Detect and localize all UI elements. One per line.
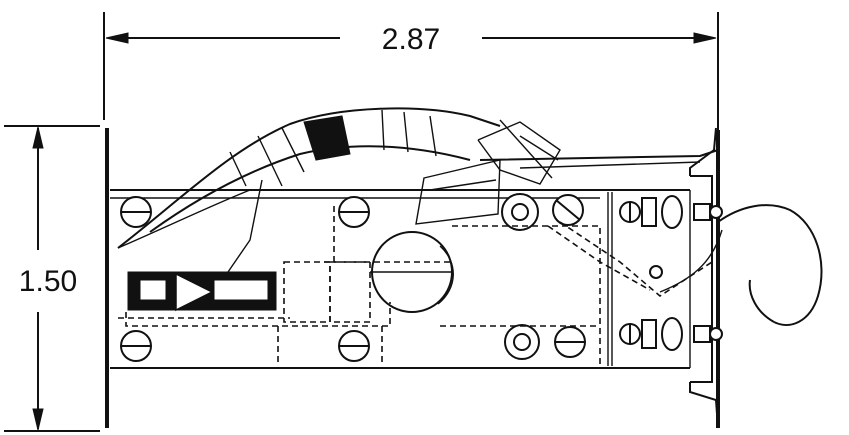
height-arrow-bottom [32,408,44,431]
terminal-bottom [619,317,723,351]
small-pin [649,265,663,279]
width-dimension: 2.87 [103,12,719,130]
pivot-bushing-top [501,193,539,231]
width-arrow-right [693,32,717,44]
pivot-bushing-bottom [504,324,540,360]
screw-top-left [120,196,152,228]
terminal-top [619,195,723,229]
screw-bottom-middle [338,330,370,362]
height-arrow-top [32,126,44,149]
black-label-block [127,271,277,312]
screw-top-right [552,194,584,226]
round-element [370,231,454,313]
width-arrow-left [105,32,129,44]
right-bracket [689,127,720,429]
screw-bottom-right [554,326,586,358]
screw-bottom-left [120,330,152,362]
screw-top-middle [338,196,370,228]
width-dimension-label: 2.87 [382,23,440,56]
height-dimension: 1.50 [4,125,100,432]
wire-spring [659,204,823,326]
height-dimension-label: 1.50 [19,265,77,298]
arc-scale [117,107,501,249]
